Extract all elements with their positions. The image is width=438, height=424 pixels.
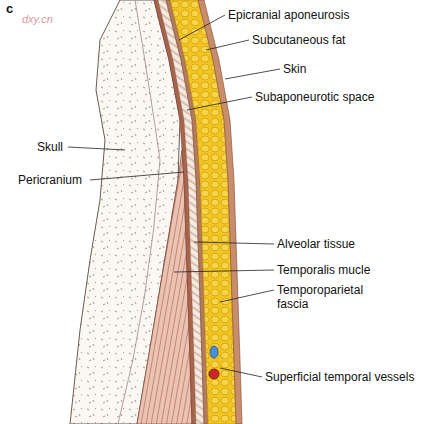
watermark: dxy.cn	[22, 12, 53, 26]
leader-line	[90, 172, 184, 180]
bone-label: Skull	[37, 140, 63, 154]
vessel-label: Superficial temporal vessels	[265, 370, 414, 384]
panel-letter: c	[6, 2, 13, 16]
leader-line	[68, 147, 125, 150]
layer-label: Subaponeurotic space	[255, 90, 374, 104]
fat-layer	[170, 0, 236, 424]
layer-label: Temporoparietal fascia	[277, 283, 387, 311]
leader-line	[220, 290, 274, 302]
layer-label: Alveolar tissue	[277, 237, 355, 251]
layer-label: Skin	[283, 62, 306, 76]
muscle-label: Temporalis mucle	[277, 263, 370, 277]
temporal-vein	[210, 346, 218, 358]
leader-line	[194, 242, 274, 244]
leader-line	[206, 40, 249, 50]
leader-line	[225, 69, 280, 79]
layer-label: Epicranial aponeurosis	[228, 8, 349, 22]
skin-layer	[198, 0, 242, 424]
temporal-artery	[209, 369, 219, 379]
temporalis-muscle	[137, 150, 192, 424]
leader-line	[174, 270, 274, 272]
layer-label: Pericranium	[18, 173, 82, 187]
leader-line	[220, 368, 262, 377]
leader-line	[179, 15, 225, 40]
leader-line	[187, 97, 252, 110]
layer-label: Subcutaneous fat	[252, 33, 345, 47]
